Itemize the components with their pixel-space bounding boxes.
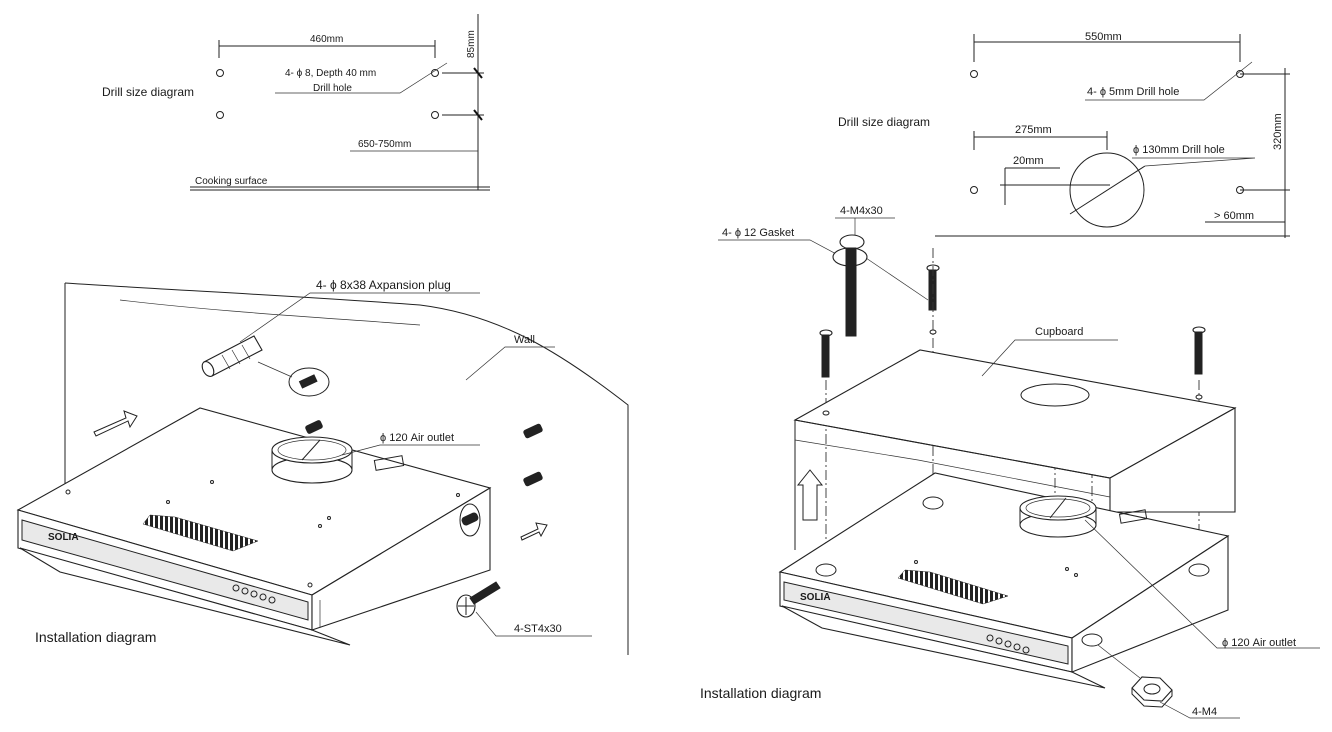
cooking-surface-label: Cooking surface — [195, 176, 268, 187]
bolt-label: 4-M4x30 — [840, 205, 883, 217]
wall-label: Wall — [514, 334, 535, 346]
right-big-hole-label: ϕ 130mm Drill hole — [1133, 144, 1225, 156]
left-hole-spec: 4- ϕ 8, Depth 40 mm — [285, 68, 376, 79]
hood-side-panel — [311, 487, 491, 631]
drill-hole — [216, 69, 224, 77]
right-drill-diagram: 550mm 4- ϕ 5mm Drill hole Drill size dia… — [838, 31, 1290, 238]
drill-hole — [970, 186, 978, 194]
right-hole-label: 4- ϕ 5mm Drill hole — [1087, 86, 1179, 98]
right-center-dimension: 275mm — [1015, 124, 1052, 136]
mounting-screw-icon — [456, 581, 501, 618]
gasket-label: 4- ϕ 12 Gasket — [722, 227, 794, 239]
right-offset-dimension: 20mm — [1013, 155, 1044, 167]
expansion-plug — [201, 335, 263, 377]
bolt-icon — [1192, 326, 1206, 375]
drill-hole — [216, 111, 224, 119]
left-mount-dimension: 650-750mm — [358, 139, 411, 150]
left-screw-label: 4-ST4x30 — [514, 623, 562, 635]
cupboard-outlet-hole — [1020, 383, 1090, 407]
bolt-icon — [819, 329, 833, 378]
control-buttons — [232, 584, 276, 604]
nut-label: 4-M4 — [1192, 706, 1217, 718]
right-height-dimension: 320mm — [1272, 113, 1284, 150]
right-installation-diagram: 4-M4x30 4- ϕ 12 Gasket — [700, 205, 1320, 719]
drill-hole — [970, 70, 978, 78]
left-width-dimension: 460mm — [310, 34, 343, 45]
plug-label: 4- ϕ 8x38 Axpansion plug — [316, 278, 451, 292]
right-outlet-label: ϕ 120 Air outlet — [1222, 637, 1296, 649]
wall-screw-icon — [523, 471, 543, 487]
right-air-outlet — [1019, 495, 1097, 538]
left-installation-diagram: Wall SOLIA — [16, 278, 629, 655]
vent-grille — [142, 514, 259, 552]
plug-detail-circle — [288, 367, 330, 397]
cupboard-label: Cupboard — [1035, 326, 1083, 338]
left-hole-label: Drill hole — [313, 83, 352, 94]
right-drill-title: Drill size diagram — [838, 115, 930, 129]
bolt-detail-icon — [832, 234, 868, 337]
right-width-dimension: 550mm — [1085, 31, 1122, 43]
left-install-title: Installation diagram — [35, 629, 156, 645]
wall-outline — [64, 282, 629, 655]
side-slot — [459, 503, 481, 537]
nut-icon — [1131, 676, 1173, 708]
left-drill-title: Drill size diagram — [102, 85, 194, 99]
push-arrow-icon — [520, 522, 548, 541]
right-min-dimension: > 60mm — [1214, 210, 1254, 222]
right-vent-grille — [897, 569, 1009, 605]
up-arrow-icon — [93, 410, 138, 437]
left-outlet-label: ϕ 120 Air outlet — [380, 432, 454, 444]
left-drill-diagram: Drill size diagram 460mm 4- ϕ 8, Depth 4… — [102, 14, 490, 191]
right-brand: SOLIA — [800, 592, 831, 603]
right-install-title: Installation diagram — [700, 685, 821, 701]
left-height-dimension: 85mm — [466, 30, 477, 58]
wall-screw-icon — [523, 423, 543, 439]
drill-hole — [431, 111, 439, 119]
left-air-outlet — [271, 436, 353, 484]
left-brand: SOLIA — [48, 532, 79, 543]
right-control-buttons — [986, 634, 1030, 654]
big-drill-hole — [1069, 152, 1145, 228]
up-arrow-icon — [796, 469, 824, 521]
